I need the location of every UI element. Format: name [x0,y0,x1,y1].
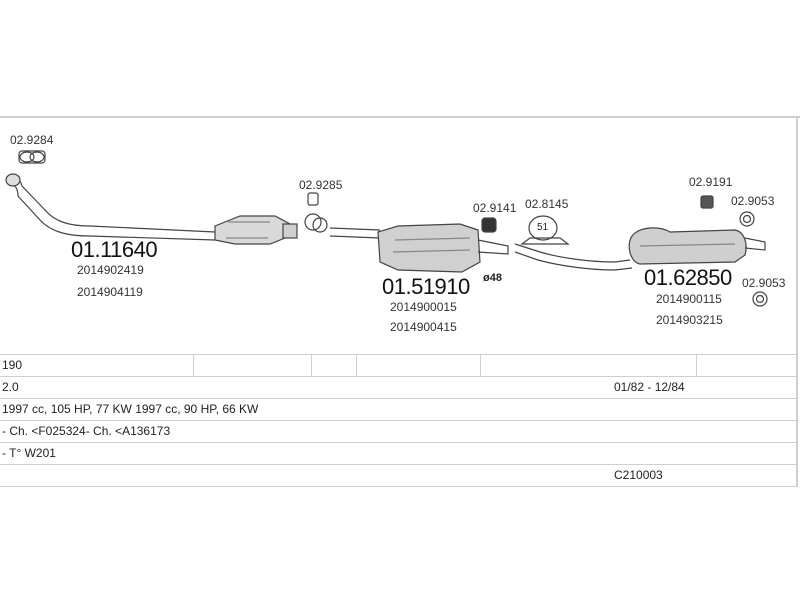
code-02-9141: 02.9141 [473,201,517,215]
table-row: - Ch. <F025324- Ch. <A136173 [0,420,798,442]
table-row: 190 [0,354,798,376]
table-cell-engine: 2.0 [2,380,19,394]
middle-silencer-code[interactable]: 01.51910 [382,274,470,299]
table-cell-model: 190 [2,358,23,372]
table-cell-type: - T° W201 [2,446,56,460]
clamp-rings-icon [18,150,46,164]
table-cell-kit-code: C210003 [614,468,663,482]
ring-1-icon [739,211,755,227]
middle-silencer-oem-2: 2014900415 [390,320,457,334]
flange-clamp-icon [520,215,570,245]
front-pipe-code[interactable]: 01.11640 [71,237,158,262]
hanger-2-icon [700,195,714,209]
table-cell-power: 1997 cc, 105 HP, 77 KW 1997 cc, 90 HP, 6… [2,402,259,416]
middle-silencer-oem-1: 2014900015 [390,300,457,314]
code-02-9285: 02.9285 [299,178,343,192]
rubber-hanger-icon [481,217,497,233]
vehicle-spec-table: 190 2.0 01/82 - 12/84 1997 cc, 105 HP, 7… [0,354,798,487]
rear-silencer-oem-2: 2014903215 [656,313,723,327]
clamp-1-icon [304,192,328,233]
front-pipe-oem-2: 2014904119 [77,285,143,299]
right-border [796,116,798,486]
front-pipe-oem-1: 2014902419 [77,263,144,277]
front-pipe-icon [5,173,298,245]
code-02-9053-top: 02.9053 [731,194,775,208]
code-02-9284: 02.9284 [10,133,54,147]
rear-silencer-code[interactable]: 01.62850 [644,265,732,290]
table-row: C210003 [0,464,798,487]
code-02-9191: 02.9191 [689,175,733,189]
table-cell-chassis: - Ch. <F025324- Ch. <A136173 [2,424,171,438]
ring-2-icon [752,291,768,307]
top-divider [0,116,800,118]
code-02-9053-bottom: 02.9053 [742,276,786,290]
table-row: 1997 cc, 105 HP, 77 KW 1997 cc, 90 HP, 6… [0,398,798,420]
pipe-diameter: ø48 [483,272,502,284]
table-row: 2.0 01/82 - 12/84 [0,376,798,398]
rear-silencer-icon [514,227,766,271]
table-cell-years: 01/82 - 12/84 [614,380,685,394]
clamp-size-label: 51 [537,222,549,233]
middle-silencer-icon [329,223,509,273]
rear-silencer-oem-1: 2014900115 [656,292,722,306]
code-02-8145: 02.8145 [525,197,569,211]
table-row: - T° W201 [0,442,798,464]
